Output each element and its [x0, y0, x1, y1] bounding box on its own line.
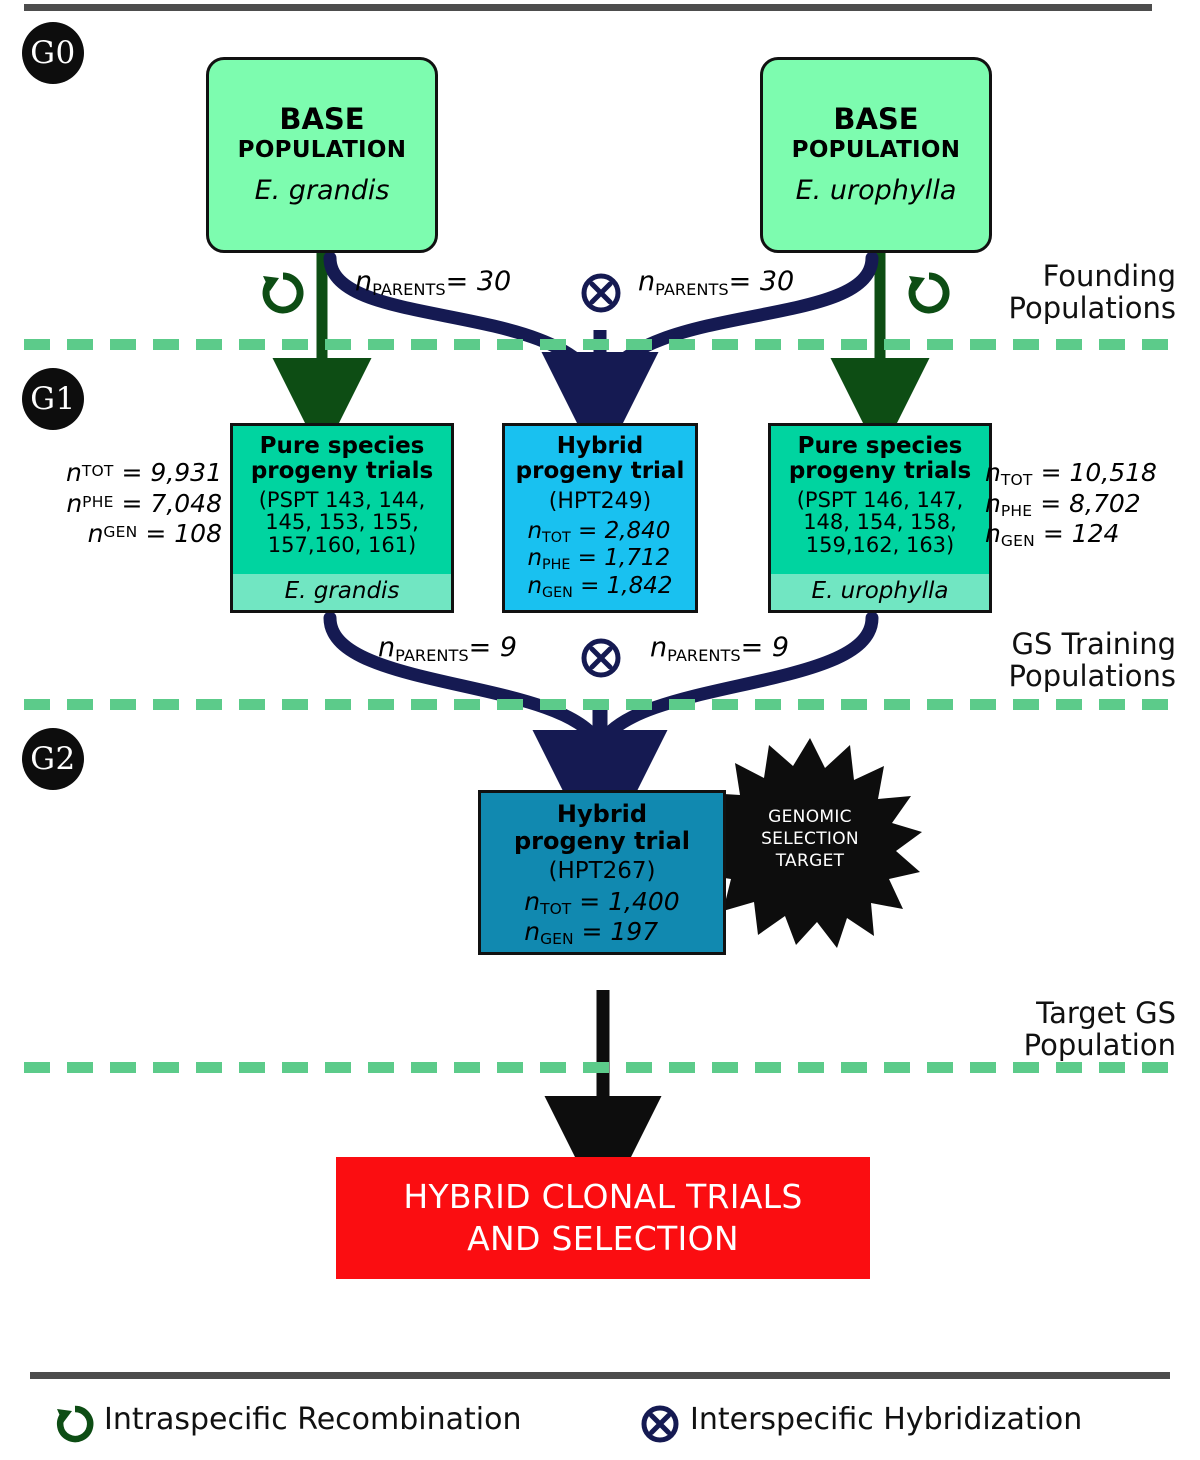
nparents-value: = 30: [728, 266, 795, 297]
stat-row: nPHE = 1,712: [527, 545, 671, 574]
stat-row: nPHE = 8,702: [985, 488, 1141, 520]
base-population-subtitle: POPULATION: [791, 137, 961, 164]
separator-gs-training: [24, 699, 1176, 710]
stat-row: nTOT = 2,840: [527, 517, 671, 546]
pure-species-box-urophylla: Pure species progeny trials (PSPT 146, 1…: [768, 423, 992, 613]
generation-badge-label: G0: [30, 35, 76, 71]
hybrid-progeny-code: (HPT249): [548, 488, 652, 514]
pure-species-box-grandis: Pure species progeny trials (PSPT 143, 1…: [230, 423, 454, 613]
pure-species-heading: Pure species progeny trials: [250, 433, 434, 485]
stat-row: nGEN = 1,842: [527, 572, 673, 601]
stat-row: nTOT = 10,518: [985, 458, 1157, 489]
nparents-symbol: n: [638, 266, 656, 297]
nparents-label-g0-right: nPARENTS= 30: [638, 266, 795, 299]
stage-label-gs-training: GS Training Populations: [1008, 627, 1176, 694]
bottom-divider-rule: [30, 1372, 1170, 1379]
hybrid-progeny-box-hpt267: Hybrid progeny trial (HPT267) nTOT = 1,4…: [478, 790, 726, 955]
starburst-text: GENOMIC SELECTION TARGET: [761, 807, 859, 871]
nparents-label-g1-right: nPARENTS= 9: [650, 632, 790, 665]
nparents-symbol: n: [355, 266, 373, 297]
nparents-subscript: PARENTS: [655, 280, 729, 299]
g2-heading: Hybrid progeny trial: [513, 800, 690, 855]
hybridization-icon-g1: [581, 638, 621, 678]
nparents-label-g0-left: nPARENTS= 30: [355, 266, 512, 299]
base-population-box-urophylla: BASE POPULATION E. urophylla: [760, 57, 992, 253]
legend: Intraspecific Recombination Interspecifi…: [0, 1398, 1200, 1448]
final-box-line2: AND SELECTION: [467, 1219, 739, 1258]
legend-item-recombination: Intraspecific Recombination: [104, 1402, 522, 1437]
stats-g1-right: nTOT = 10,518 nPHE = 8,702 nGEN = 124: [985, 458, 1195, 550]
top-divider-rule: [24, 4, 1152, 11]
nparents-symbol: n: [650, 632, 668, 663]
nparents-label-g1-left: nPARENTS= 9: [378, 632, 518, 665]
legend-item-hybridization: Interspecific Hybridization: [690, 1402, 1082, 1437]
separator-founding: [24, 339, 1176, 350]
stage-label-target-gs: Target GS Population: [1023, 996, 1176, 1063]
hybridization-icon-g0: [581, 273, 621, 313]
base-population-subtitle: POPULATION: [237, 137, 407, 164]
pure-species-species-band: E. urophylla: [771, 574, 989, 610]
stage-label-founding: Founding Populations: [1008, 259, 1176, 326]
nparents-value: = 30: [445, 266, 512, 297]
generation-badge-g0: G0: [22, 22, 84, 84]
nparents-symbol: n: [378, 632, 396, 663]
base-population-title: BASE: [279, 102, 365, 137]
stat-row: nTOT = 1,400: [524, 886, 680, 918]
final-box-line1: HYBRID CLONAL TRIALS: [403, 1176, 803, 1216]
pure-species-codes: (PSPT 143, 144, 145, 153, 155, 157,160, …: [258, 487, 426, 557]
base-population-species: E. urophylla: [795, 174, 957, 206]
nparents-subscript: PARENTS: [395, 646, 469, 665]
generation-badge-label: G2: [30, 741, 76, 777]
g2-code: (HPT267): [548, 857, 656, 884]
separator-target-gs: [24, 1062, 1176, 1073]
base-population-box-grandis: BASE POPULATION E. grandis: [206, 57, 438, 253]
pure-species-heading: Pure species progeny trials: [788, 433, 972, 485]
g2-stats: nTOT = 1,400 nGEN = 197: [524, 884, 680, 948]
generation-badge-g1: G1: [22, 368, 84, 430]
legend-label: Interspecific Hybridization: [690, 1402, 1083, 1437]
base-population-title: BASE: [833, 102, 919, 137]
nparents-value: = 9: [740, 632, 790, 663]
recombination-icon-left: [262, 272, 304, 314]
nparents-value: = 9: [468, 632, 518, 663]
base-population-species: E. grandis: [254, 174, 390, 206]
pure-species-codes: (PSPT 146, 147, 148, 154, 158, 159,162, …: [796, 487, 964, 557]
nparents-subscript: PARENTS: [667, 646, 741, 665]
stat-row: nGEN = 124: [985, 519, 1120, 550]
hybrid-progeny-box-hpt249: Hybrid progeny trial (HPT249) nTOT = 2,8…: [502, 423, 698, 613]
pure-species-species-band: E. grandis: [233, 574, 451, 610]
hybrid-progeny-stats: nTOT = 2,840 nPHE = 1,712 nGEN = 1,842: [527, 514, 672, 601]
genomic-selection-target-badge: GENOMIC SELECTION TARGET: [710, 740, 910, 940]
generation-badge-label: G1: [30, 381, 76, 417]
generation-badge-g2: G2: [22, 728, 84, 790]
nparents-subscript: PARENTS: [372, 280, 446, 299]
legend-label: Intraspecific Recombination: [104, 1402, 522, 1437]
hybrid-clonal-trials-box: HYBRID CLONAL TRIALS AND SELECTION: [336, 1157, 870, 1279]
stat-row: nGEN = 197: [524, 916, 659, 948]
hybrid-progeny-heading: Hybrid progeny trial: [515, 433, 685, 485]
